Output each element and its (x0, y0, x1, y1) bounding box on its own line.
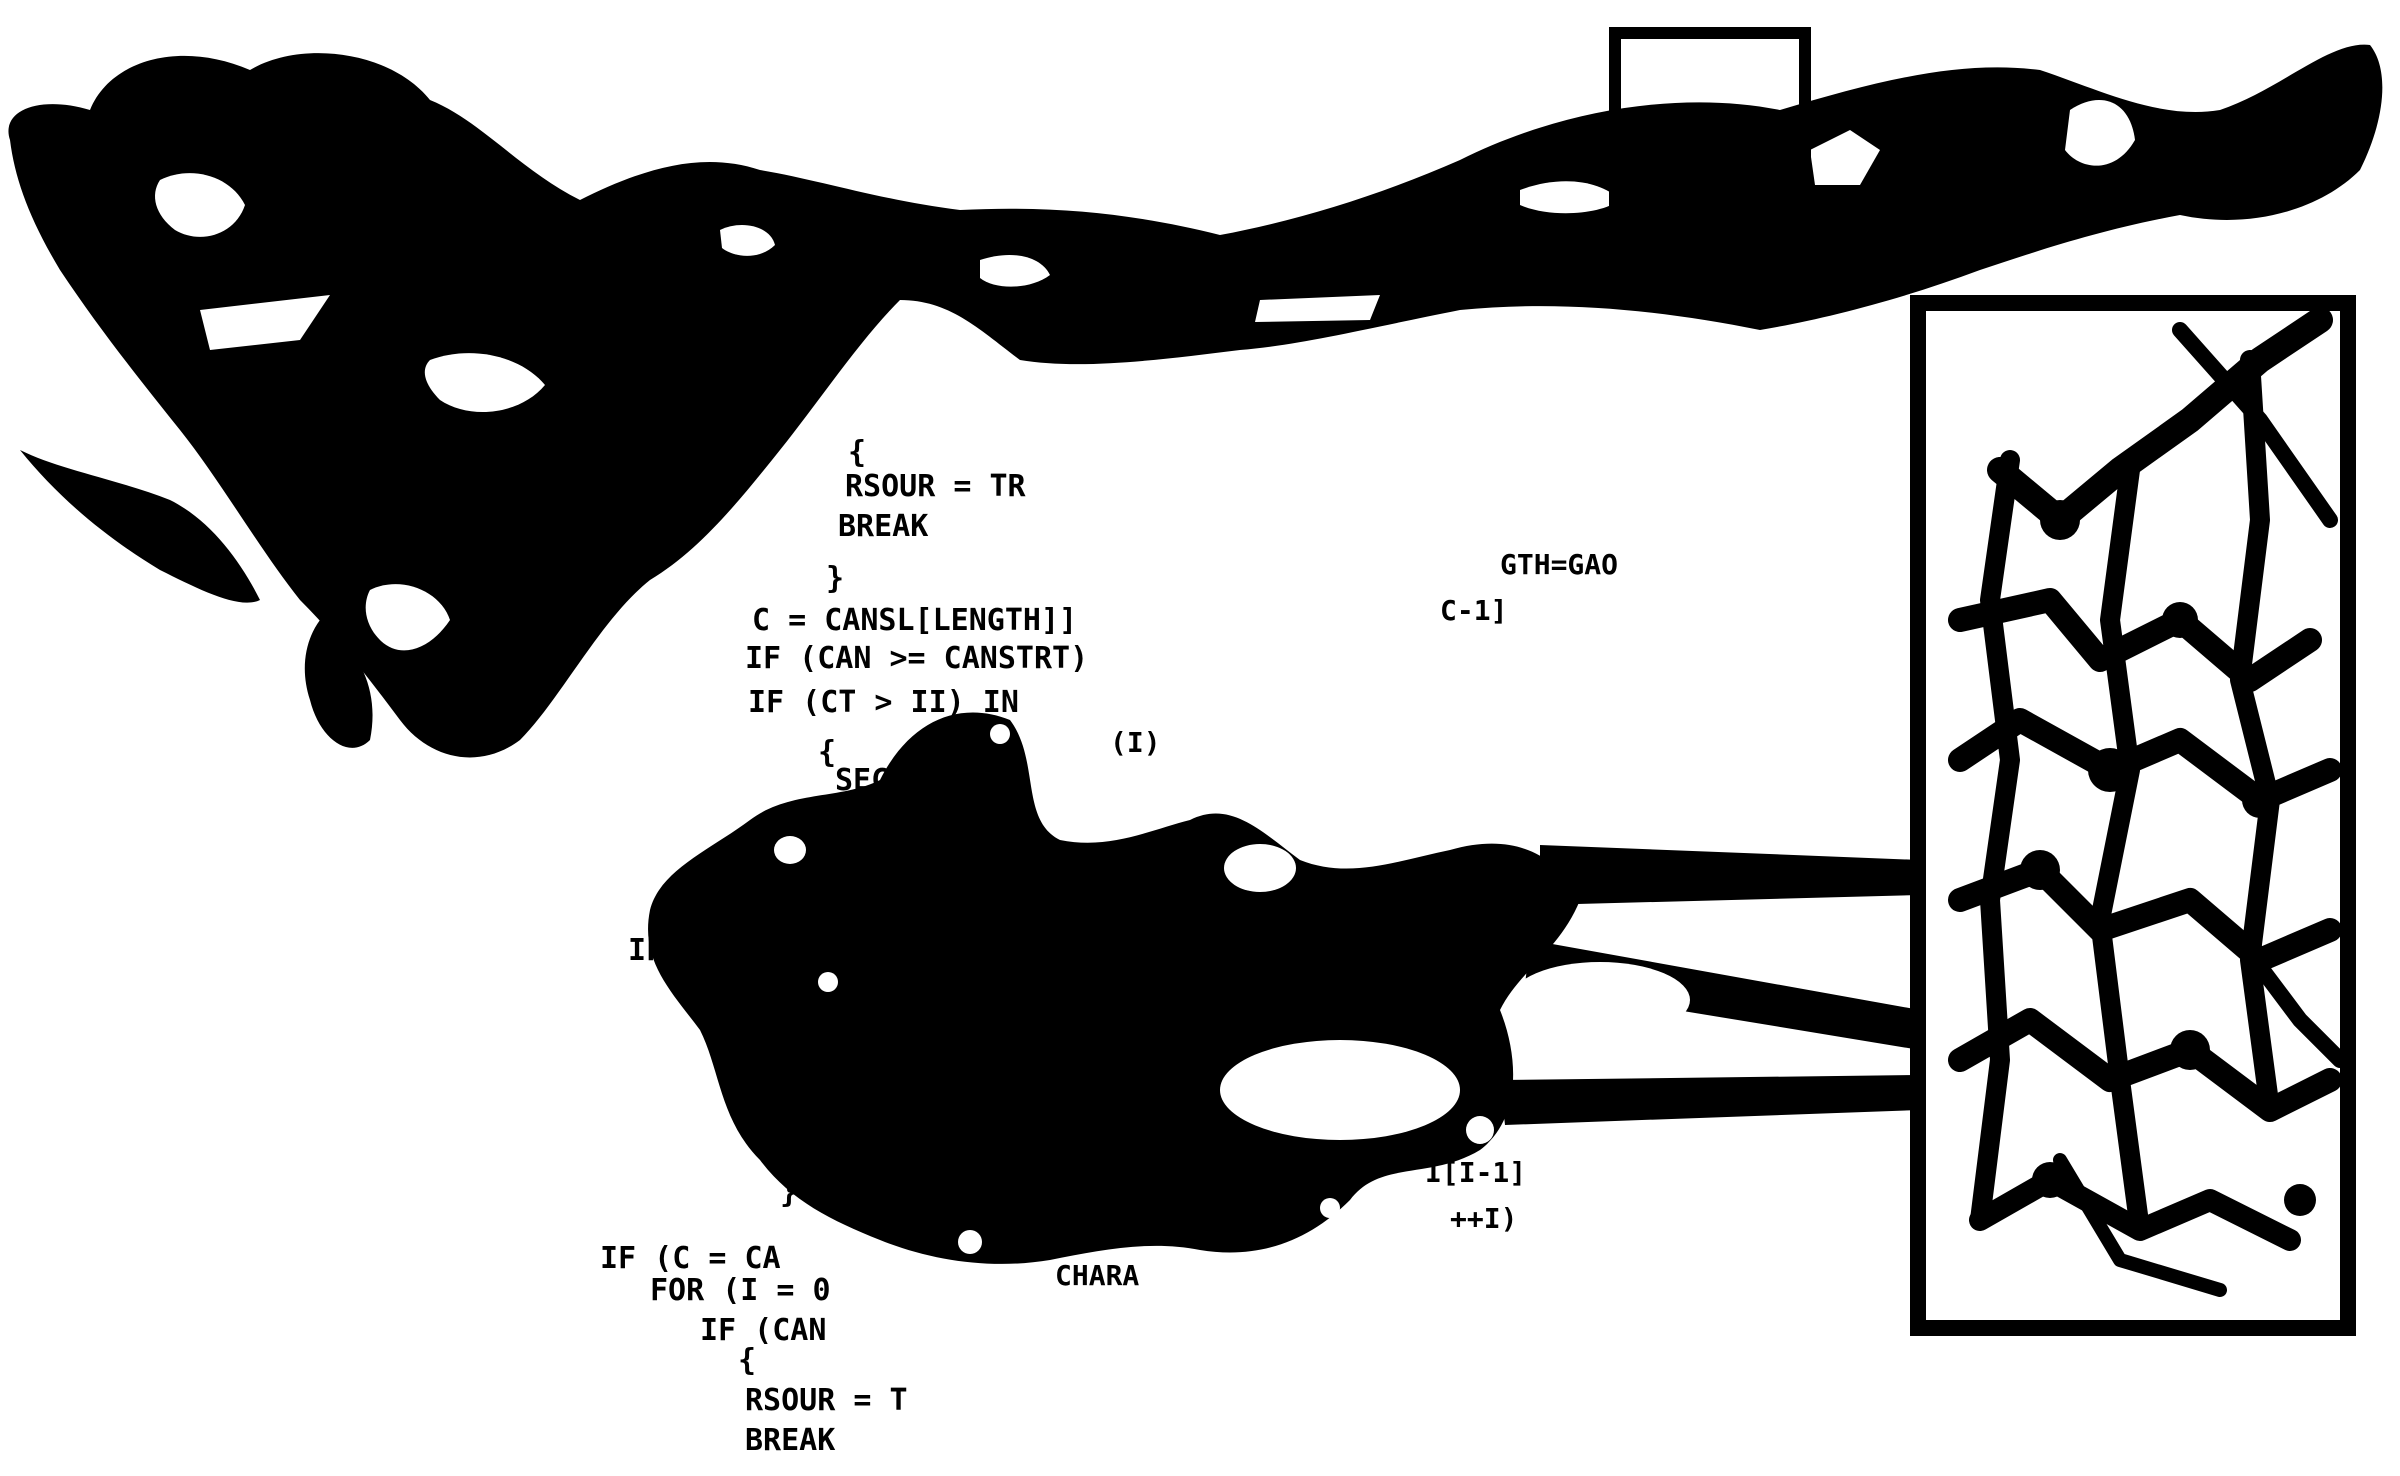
tangle-stroke (2053, 1153, 2227, 1297)
tangle-node (2284, 1184, 2316, 1216)
code-fragment: GTH=GAO (1500, 548, 1618, 581)
code-fragment: CHARA (1055, 1259, 1139, 1292)
tangle-stroke (1970, 450, 2020, 1230)
ink-cloud-main (8, 44, 2383, 758)
connector-hole (958, 1230, 982, 1254)
code-line: } (826, 561, 844, 596)
code-line: BREAK (838, 509, 928, 544)
connector-hole (1224, 844, 1296, 892)
code-fragment: CSG (1320, 899, 1371, 932)
tangle-stroke (2232, 932, 2348, 1068)
code-line: IF (CAN >= CANSTRT) (745, 641, 1088, 676)
code-line: { (818, 735, 836, 770)
cloud-hole (200, 295, 330, 350)
code-line: IF (C = CA (600, 1241, 781, 1276)
code-line: RSOUR = TR (845, 469, 1027, 504)
code-line: SECUR (835, 763, 926, 798)
code-line: { (782, 1041, 800, 1076)
code-line: IF (AS (628, 933, 736, 968)
tangle-blobs (2020, 500, 2316, 1216)
tangle-strokes (1948, 307, 2348, 1297)
tangle-node (2162, 602, 2198, 638)
cloud-hole (424, 353, 545, 412)
code-line: BREAK (780, 1123, 870, 1158)
right-frame (1910, 295, 2356, 1336)
code-line: BREAK (745, 1423, 835, 1458)
cloud-hole (155, 173, 245, 237)
cloud-hole (1520, 181, 1620, 214)
code-fragment: C-1] (1440, 594, 1507, 627)
cloud-hole (720, 225, 775, 256)
connector-network (648, 712, 1920, 1264)
code-fragment: (I) (1110, 726, 1161, 759)
code-fragment: I[I-1] (1425, 1156, 1526, 1189)
tangle-node (2088, 748, 2132, 792)
connector-hole (818, 972, 838, 992)
tangle-stroke (1948, 1008, 2342, 1122)
code-line: FOR (CA (678, 968, 804, 1003)
cloud-hole (980, 255, 1050, 287)
connector-hole (1320, 1198, 1340, 1218)
cloud-hole (365, 584, 450, 651)
top-frame (1609, 27, 1811, 289)
tangle-node (2242, 782, 2278, 818)
code-line: IF (CT > II) IN (748, 685, 1019, 720)
code-line: { (738, 1343, 756, 1378)
code-line: IF (CT = A (782, 1085, 963, 1120)
tangle-node (2040, 500, 2080, 540)
code-line: IF (CAN (700, 1313, 826, 1348)
tangle-node (2032, 1162, 2068, 1198)
tangle-node (2170, 1030, 2210, 1070)
cloud-hole (2065, 100, 2135, 166)
code-line: } (780, 1175, 798, 1210)
code-line: RSOUR = T (745, 1383, 908, 1418)
connector-beams (1500, 845, 1920, 1125)
connector-hole (990, 724, 1010, 744)
tangle-stroke (1948, 858, 2342, 972)
code-fragments: GTH=GAO C-1] CHARA (I) CSG I[I-1] ++I) (1055, 548, 1618, 1292)
code-line: FOR (I = 0 (650, 1273, 831, 1308)
code-text: { RSOUR = TR BREAK } C = CANSL[LENGTH]] … (600, 435, 1088, 1458)
ink-cloud-tail (20, 450, 260, 603)
tangle-stroke (2172, 322, 2338, 528)
connector-hole (1510, 962, 1690, 1038)
ink-cloud-drip (304, 620, 373, 748)
connector-hole (1466, 1116, 1494, 1144)
code-line: { (848, 435, 866, 470)
cloud-holes (155, 100, 2135, 651)
connector-hole (774, 836, 806, 864)
connector-hole (1220, 1040, 1460, 1140)
tangle-stroke (2090, 460, 2150, 1240)
tangle-stroke (1987, 307, 2333, 533)
code-line: C = CANSL[LENGTH]] (752, 603, 1077, 638)
code-line: IF (742, 1005, 778, 1040)
tangle-stroke (2230, 350, 2280, 1120)
cloud-hole (1255, 295, 1380, 322)
tangle-stroke (1948, 588, 2322, 692)
code-fragment: ++I) (1450, 1202, 1517, 1235)
connector-beam (1540, 845, 1920, 905)
connector-beam (1500, 1075, 1920, 1125)
ink-cloud (8, 44, 2383, 758)
tangle-node (2020, 850, 2060, 890)
cloud-hole (1810, 130, 1880, 185)
connector-holes (774, 724, 1690, 1254)
right-panel (1910, 295, 2356, 1336)
